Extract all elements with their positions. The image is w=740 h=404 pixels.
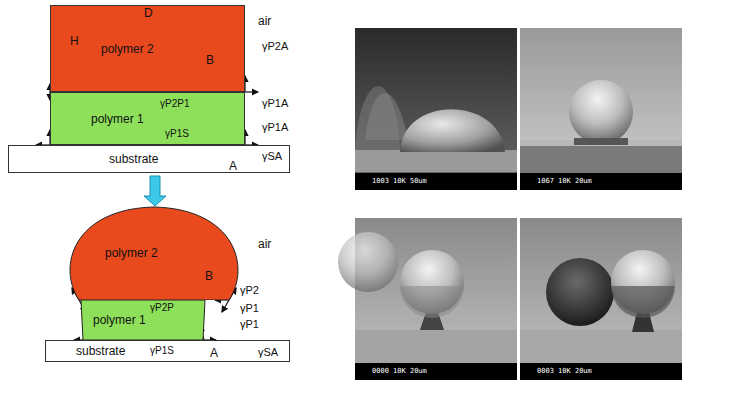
substrate-band: substrate [8, 145, 290, 173]
symbol-label: air [258, 238, 271, 251]
symbol-label: γP2A [262, 40, 288, 52]
symbol-label: A [229, 160, 237, 173]
scale-bar-text: 1003 10K 50um [372, 178, 427, 186]
node-label: polymer 1 [93, 313, 146, 327]
sem-photo [520, 218, 682, 380]
scale-bar-text: 1067 10K 20um [537, 178, 592, 186]
symbol-label: γP1 [240, 318, 259, 330]
symbol-label: γP1A [262, 97, 288, 109]
node-label: polymer 2 [105, 246, 158, 260]
symbol-label: γP2 [240, 284, 259, 296]
polymer-drop: polymer 2 [65, 205, 243, 300]
polymer-layer: polymer 1 [79, 300, 207, 340]
symbol-label: air [258, 15, 271, 28]
symbol-label: D [144, 7, 153, 20]
node-label: substrate [76, 344, 125, 358]
symbol-label: B [205, 270, 213, 283]
symbol-label: γSA [258, 346, 278, 358]
node-outline-path [81, 300, 205, 340]
symbol-label: γSA [262, 150, 282, 162]
symbol-label: γP2P1 [160, 98, 189, 109]
node-label: polymer 1 [91, 112, 144, 126]
symbol-label: γP1A [262, 121, 288, 133]
symbol-label: γP1S [150, 345, 174, 356]
symbol-label: γP1 [240, 302, 259, 314]
symbol-label: H [70, 35, 79, 48]
sem-photo [355, 28, 517, 190]
symbol-label: A [210, 347, 218, 360]
node-label: polymer 2 [101, 42, 154, 56]
sem-photo [338, 218, 517, 380]
scale-bar-text: 0003 10K 20um [537, 368, 592, 376]
symbol-label: B [206, 54, 214, 67]
node-outline-path [70, 207, 238, 300]
polymer-layer: polymer 1 [50, 92, 245, 145]
symbol-label: γP2P [150, 302, 174, 313]
node-label: substrate [109, 152, 158, 166]
scale-bar-text: 0000 10K 20um [372, 368, 427, 376]
sem-photo [520, 28, 682, 190]
flow-arrow [144, 176, 166, 206]
symbol-label: γP1S [165, 128, 189, 139]
